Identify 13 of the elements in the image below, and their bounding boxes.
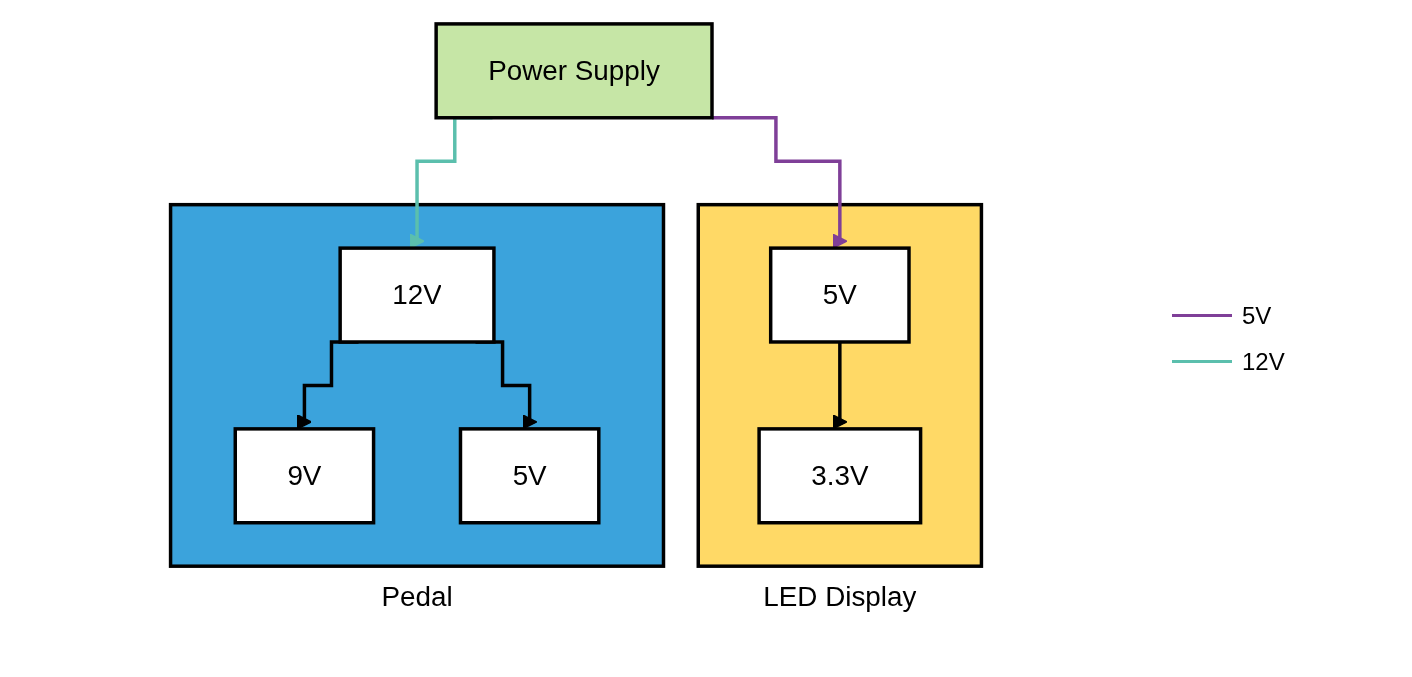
node-box: 9V — [233, 427, 376, 525]
legend-label: 12V — [1242, 347, 1285, 376]
legend-label: 5V — [1242, 301, 1272, 330]
node-box: 3.3V — [757, 427, 923, 525]
node-box: 5V — [458, 427, 601, 525]
node-label: LED Display — [763, 581, 917, 612]
node-box: 5V — [768, 246, 911, 344]
node-label: Pedal — [381, 581, 453, 612]
cluster — [696, 202, 984, 568]
arrow — [712, 116, 848, 249]
node-box: Power Supply — [434, 22, 714, 120]
node-box: 12V — [338, 246, 496, 344]
cluster — [168, 202, 666, 568]
